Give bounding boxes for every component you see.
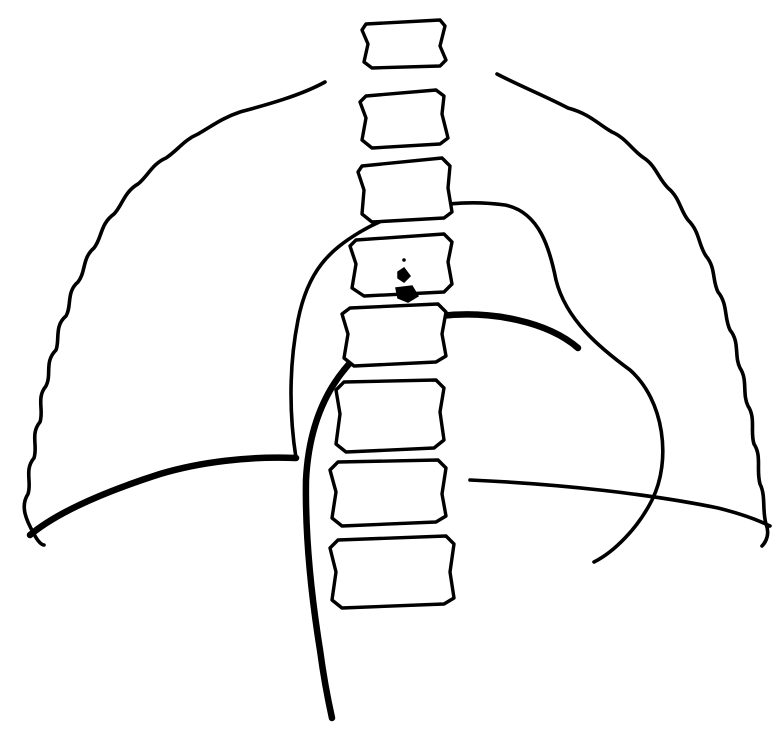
vertebra-6 [336, 380, 444, 452]
left-lung-outline [24, 82, 325, 545]
vertebra-1 [362, 20, 446, 68]
vertebra-5 [342, 304, 446, 366]
left-hemidiaphragm [30, 458, 296, 535]
vertebra-2 [360, 90, 448, 148]
spine-vertebrae [330, 20, 454, 608]
right-lung-outline [497, 74, 768, 546]
right-hemidiaphragm [470, 480, 770, 526]
vertebra-7 [330, 460, 446, 526]
vertebra-8 [330, 536, 454, 608]
vertebra-3 [358, 158, 452, 222]
